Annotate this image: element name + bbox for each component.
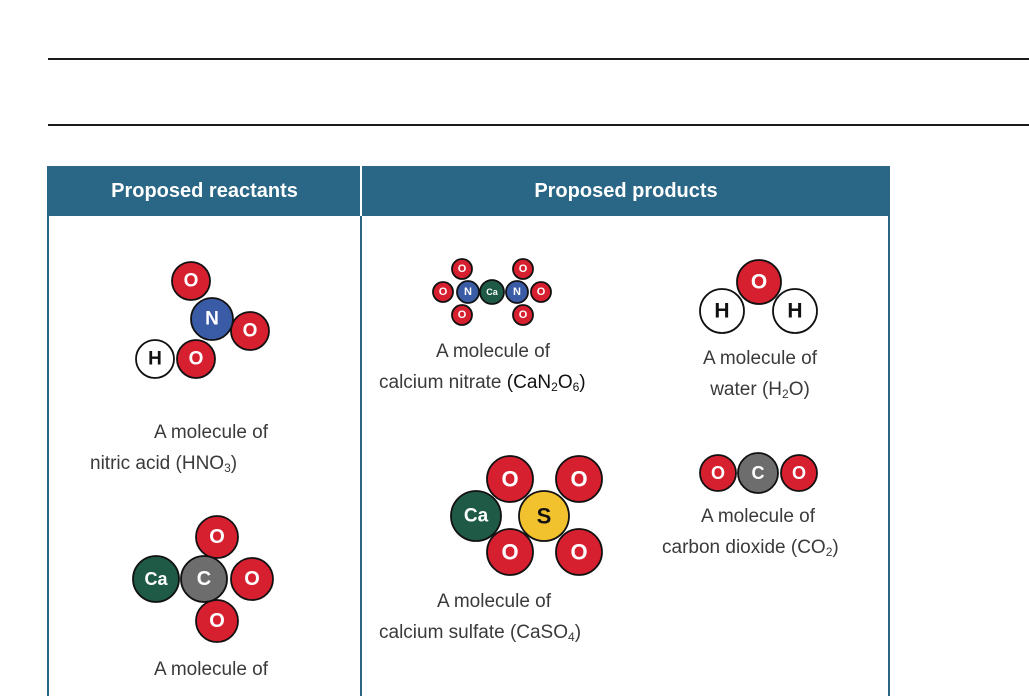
oxygen-atom: O [555,455,603,503]
svg-text:C: C [197,568,211,590]
svg-text:O: O [209,526,225,548]
svg-text:O: O [792,463,806,483]
svg-text:S: S [537,504,552,529]
caption-name: nitric acid (HNO3) [90,453,238,475]
calcium-sulfate-caption: A molecule of calcium sulfate (CaSO4) [379,586,609,648]
water-molecule: H H O [699,259,818,334]
caption-prefix: A molecule of [436,591,552,612]
calcium-nitrate-caption: A molecule of calcium nitrate (CaN2O6) [379,336,619,398]
carbon-atom: C [737,452,779,494]
water-caption: A molecule of water (H2O) [690,343,830,405]
oxygen-atom: O [512,304,534,326]
svg-text:H: H [714,300,729,323]
caption-prefix: A molecule of [153,422,269,443]
answer-line-2 [48,124,1029,126]
svg-text:O: O [570,467,587,492]
caption-name: water (H2O) [710,379,810,401]
svg-text:O: O [244,568,260,590]
svg-text:O: O [243,321,258,342]
carbon-dioxide-caption: A molecule of carbon dioxide (CO2) [662,501,862,563]
calcium-atom: Ca [479,279,505,305]
svg-text:Ca: Ca [144,569,168,589]
oxygen-atom: O [230,311,270,351]
oxygen-atom: O [176,339,216,379]
svg-text:O: O [184,271,199,292]
oxygen-atom: O [555,528,603,576]
svg-text:O: O [519,263,528,275]
svg-text:O: O [711,463,725,483]
oxygen-atom: O [451,258,473,280]
nitrogen-atom: N [505,280,529,304]
sulfur-atom: S [518,490,570,542]
caption-formula: (CaN2O6) [506,372,586,394]
calcium-atom: Ca [132,555,180,603]
carbon-atom: C [180,555,228,603]
svg-text:O: O [209,610,225,632]
svg-text:O: O [189,349,204,370]
calcium-atom: Ca [450,490,502,542]
oxygen-atom: O [486,455,534,503]
calcium-carbonate-caption: A molecule of [90,654,324,685]
table-header: Proposed reactants Proposed products [49,166,888,216]
svg-text:N: N [464,286,472,298]
header-proposed-reactants: Proposed reactants [111,180,298,202]
calcium-sulfate-molecule: O O O O S Ca [450,455,603,576]
caption-prefix: A molecule of [435,341,551,362]
hydrogen-atom: H [135,339,175,379]
svg-text:O: O [439,286,448,298]
svg-text:O: O [458,263,467,275]
oxygen-atom: O [195,515,239,559]
nitrogen-atom: N [190,297,234,341]
svg-text:O: O [519,309,528,321]
caption-name: carbon dioxide (CO2) [662,537,839,559]
column-divider [360,216,362,696]
caption-prefix: A molecule of [153,659,269,680]
svg-text:Ca: Ca [486,287,498,297]
calcium-carbonate-molecule: O O O C Ca [132,515,274,643]
header-divider [360,166,362,216]
svg-text:O: O [458,309,467,321]
svg-text:O: O [501,540,518,565]
svg-text:N: N [205,309,219,330]
answer-line-1 [48,58,1029,60]
oxygen-atom: O [486,528,534,576]
svg-text:H: H [148,349,162,370]
svg-text:O: O [537,286,546,298]
oxygen-atom: O [530,281,552,303]
carbon-dioxide-molecule: O O C [699,452,818,494]
oxygen-atom: O [432,281,454,303]
oxygen-atom: O [171,261,211,301]
svg-text:O: O [501,467,518,492]
oxygen-atom: O [780,454,818,492]
svg-text:N: N [513,286,521,298]
nitrogen-atom: N [456,280,480,304]
svg-text:H: H [787,300,802,323]
svg-text:O: O [570,540,587,565]
oxygen-atom: O [451,304,473,326]
nitric-acid-caption: A molecule of nitric acid (HNO3) [90,417,324,479]
svg-text:Ca: Ca [464,506,489,527]
svg-text:O: O [751,271,767,294]
caption-prefix: A molecule of [702,348,818,369]
caption-name: calcium sulfate (CaSO4) [379,622,582,644]
hydrogen-atom: H [772,288,818,334]
oxygen-atom: O [736,259,782,305]
oxygen-atom: O [195,599,239,643]
oxygen-atom: O [699,454,737,492]
nitric-acid-molecule: O O N O H [135,261,270,379]
caption-prefix: A molecule of [700,506,816,527]
calcium-nitrate-molecule: O O O O O O N N Ca [432,258,552,326]
oxygen-atom: O [230,557,274,601]
reactants-products-table: Proposed reactants Proposed products [47,166,890,696]
header-proposed-products: Proposed products [534,180,718,202]
oxygen-atom: O [512,258,534,280]
caption-name: calcium nitrate (CaN2O6) [379,372,586,394]
svg-text:C: C [752,463,765,483]
hydrogen-atom: H [699,288,745,334]
